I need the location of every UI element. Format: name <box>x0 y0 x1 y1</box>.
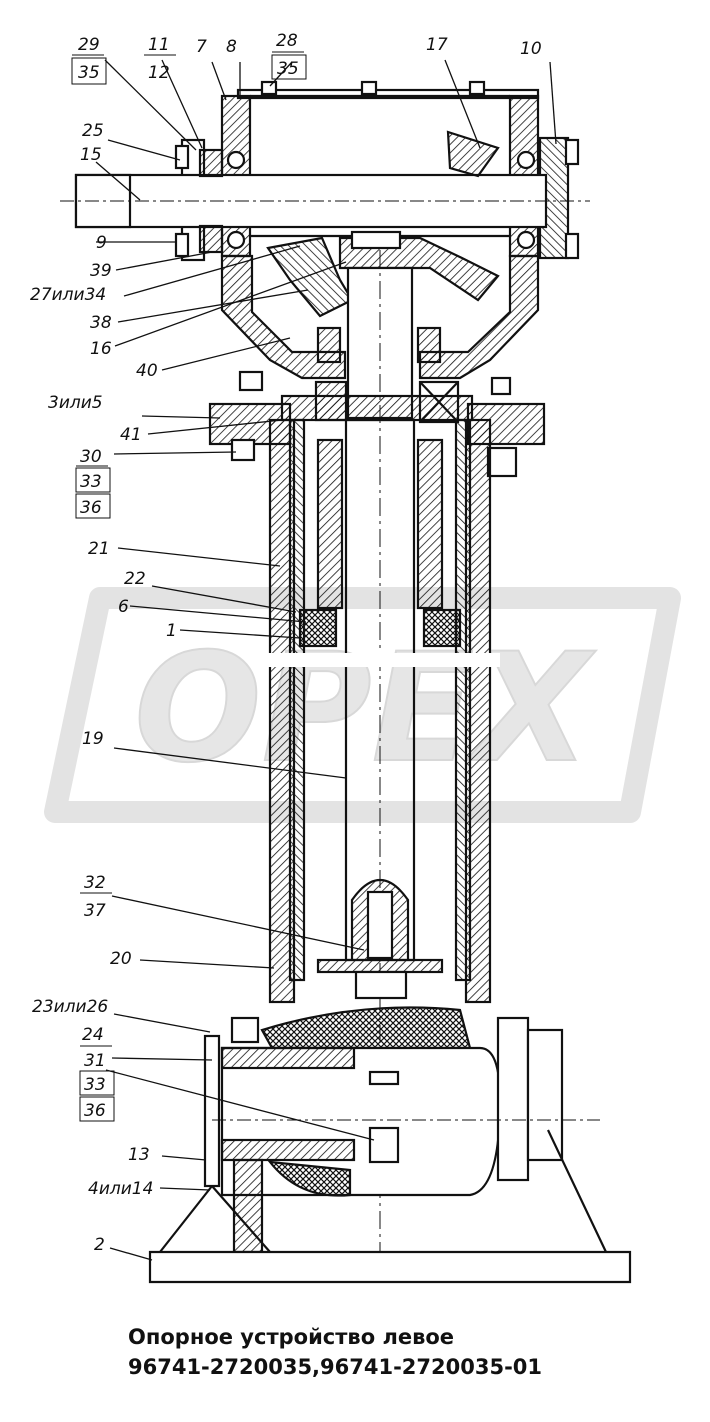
callout-41: 41 <box>120 425 142 445</box>
callout-label: 12 <box>148 63 170 83</box>
callout-27or34: 27или34 <box>30 285 106 305</box>
callout-31-33-36: 31 33 36 <box>79 1045 115 1122</box>
callout-38: 38 <box>90 313 112 333</box>
callout-label: 35 <box>78 63 100 83</box>
callout-30-33-36: 30 33 36 <box>75 447 111 519</box>
callout-22: 22 <box>124 569 146 589</box>
pivot-joint <box>203 1006 600 1254</box>
callout-label: 11 <box>148 35 170 55</box>
callout-10: 10 <box>520 39 542 59</box>
callout-40: 40 <box>136 361 158 381</box>
leader-lines <box>95 59 557 1261</box>
callout-24: 24 <box>82 1025 104 1045</box>
watermark: OPEX <box>44 587 681 823</box>
callout-label: 29 <box>78 35 100 55</box>
callout-19: 19 <box>82 729 104 749</box>
caption-part-numbers: 96741-2720035,96741-2720035-01 <box>128 1355 543 1379</box>
callout-7: 7 <box>196 37 207 57</box>
callout-label: 28 <box>276 31 298 51</box>
callout-3or5: 3или5 <box>48 393 103 413</box>
callout-23or26: 23или26 <box>32 997 108 1017</box>
watermark-text: OPEX <box>134 622 596 796</box>
callout-17: 17 <box>426 35 448 55</box>
callout-25: 25 <box>82 121 104 141</box>
callout-16: 16 <box>90 339 112 359</box>
callout-39: 39 <box>90 261 112 281</box>
callout-8: 8 <box>226 37 237 57</box>
base-plate <box>148 1129 632 1284</box>
callout-20: 20 <box>110 949 132 969</box>
telescopic-tube <box>262 250 500 1260</box>
callout-label: 36 <box>84 1101 106 1121</box>
callout-label: 35 <box>277 59 299 79</box>
mounting-flange <box>208 370 546 478</box>
callout-label: 31 <box>84 1051 106 1071</box>
callout-21: 21 <box>88 539 110 559</box>
callout-4or14: 4или14 <box>88 1179 153 1199</box>
callout-9: 9 <box>96 233 107 253</box>
callout-6: 6 <box>118 597 129 617</box>
callout-label: 37 <box>84 901 106 921</box>
callout-13: 13 <box>128 1145 150 1165</box>
callout-1: 1 <box>166 621 177 641</box>
callout-label: 33 <box>80 472 102 492</box>
input-shaft <box>60 148 590 254</box>
caption-title: Опорное устройство левое <box>128 1325 455 1349</box>
callout-label: 32 <box>84 873 106 893</box>
callout-label: 36 <box>80 498 102 518</box>
callout-2: 2 <box>94 1235 105 1255</box>
callout-15: 15 <box>80 145 102 165</box>
callout-label: 33 <box>84 1075 106 1095</box>
callout-label: 30 <box>80 447 102 467</box>
